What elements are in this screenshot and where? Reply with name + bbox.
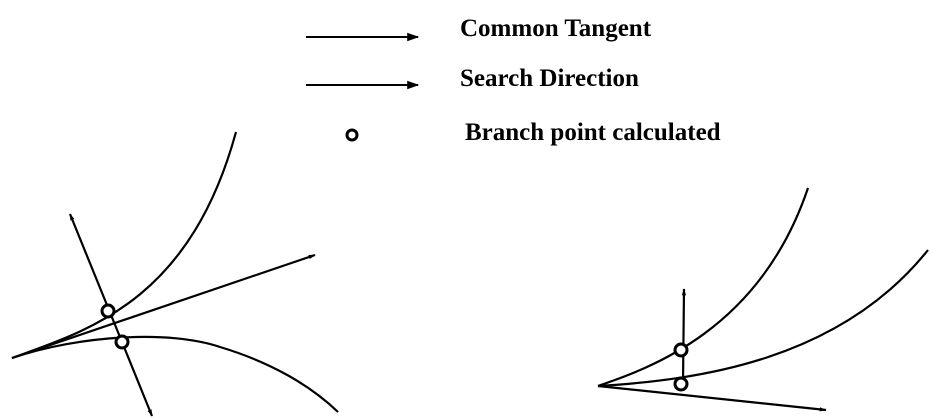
right-lower-curve — [597, 249, 929, 388]
left-search-direction-down — [120, 341, 154, 417]
left-branch-point-lower — [114, 334, 130, 350]
left-search-direction-up — [68, 213, 124, 343]
right-search-direction-up — [681, 288, 687, 385]
right-branch-figure — [597, 187, 929, 412]
right-branch-point-upper — [673, 342, 689, 358]
left-upper-curve — [11, 131, 238, 360]
legend-branch-point-label: Branch point calculated — [465, 119, 721, 146]
legend: Common Tangent Search Direction Branch p… — [306, 15, 721, 146]
legend-search-direction-label: Search Direction — [460, 65, 639, 92]
right-branch-point-lower — [673, 376, 689, 392]
legend-branch-point-marker — [345, 128, 359, 142]
left-branch-point-upper — [100, 303, 116, 319]
right-upper-curve — [597, 187, 810, 388]
legend-common-tangent-label: Common Tangent — [460, 15, 652, 42]
right-common-tangent — [597, 384, 827, 412]
left-lower-curve — [11, 335, 339, 413]
left-branch-figure — [11, 131, 339, 417]
left-common-tangent — [11, 253, 316, 360]
